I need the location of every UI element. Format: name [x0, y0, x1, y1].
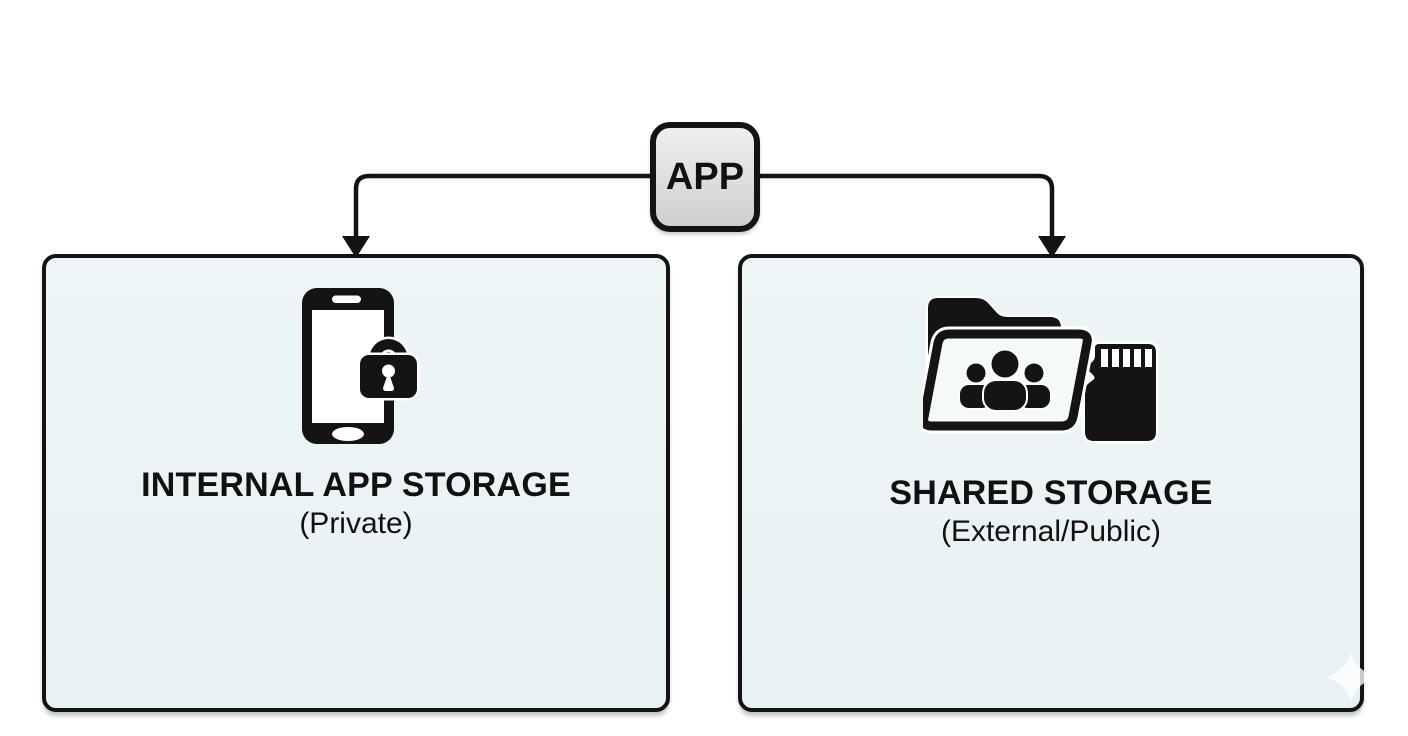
- sparkle-watermark-icon: [1326, 652, 1376, 702]
- shared-storage-subtitle: (External/Public): [940, 515, 1162, 549]
- internal-storage-node: INTERNAL APP STORAGE (Private): [42, 254, 670, 712]
- phone-icon: [302, 288, 394, 444]
- connector-left: [353, 173, 650, 238]
- connector-right: [759, 173, 1055, 238]
- app-node: APP: [650, 122, 760, 232]
- internal-storage-title: INTERNAL APP STORAGE: [141, 466, 571, 504]
- lock-icon: [357, 336, 420, 401]
- shared-storage-icon-wrap: [923, 288, 1163, 458]
- shared-storage-node: SHARED STORAGE (External/Public): [738, 254, 1364, 712]
- shared-storage-title: SHARED STORAGE: [889, 474, 1213, 512]
- sd-card-icon: [1082, 341, 1159, 444]
- app-node-label: APP: [665, 156, 745, 198]
- folder-people-sdcard-icon: [923, 296, 1159, 444]
- internal-storage-subtitle: (Private): [299, 507, 413, 541]
- phone-lock-icon: [302, 288, 420, 444]
- people-group-icon: [958, 348, 1052, 412]
- internal-storage-icon-wrap: [302, 288, 424, 450]
